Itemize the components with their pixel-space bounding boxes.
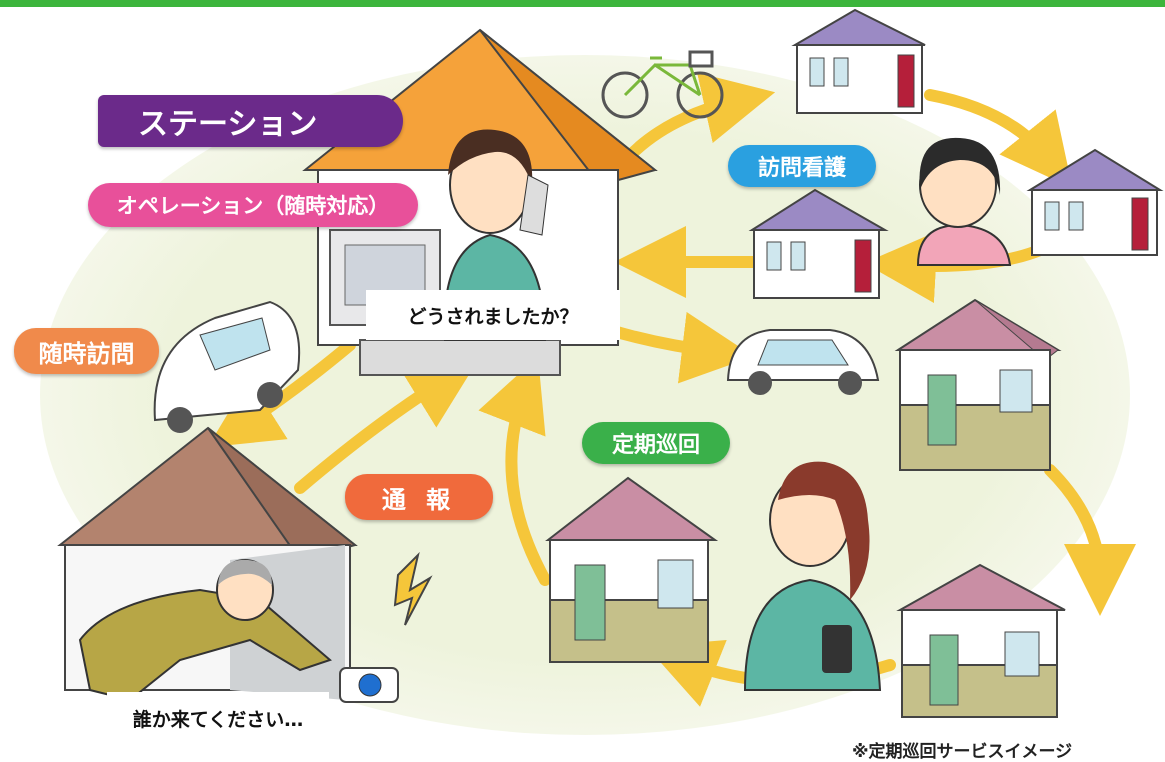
bicycle bbox=[601, 50, 724, 119]
home-nursing-label: 訪問看護 bbox=[728, 145, 876, 187]
elderly-man-figure bbox=[78, 559, 332, 702]
car-left bbox=[153, 300, 301, 433]
arrow-station-to-car bbox=[604, 311, 754, 384]
station-label: ステーション bbox=[98, 95, 403, 147]
caller-speech: 誰か来てください… bbox=[107, 692, 329, 744]
visit-anytime-label: 随時訪問 bbox=[14, 328, 159, 374]
patrol-house-right-top bbox=[894, 298, 1062, 471]
operator-figure bbox=[443, 129, 549, 341]
caption: ※定期巡回サービスイメージ bbox=[852, 742, 1073, 762]
top-accent-bar bbox=[0, 0, 1165, 7]
operation-label: オペレーション（随時対応） bbox=[88, 183, 418, 227]
report-label: 通 報 bbox=[345, 474, 493, 520]
arrow-house-r1-to-r2 bbox=[1044, 464, 1136, 616]
nurse-house-top bbox=[791, 8, 926, 114]
regular-patrol-label: 定期巡回 bbox=[582, 422, 730, 464]
patrol-house-left bbox=[545, 476, 719, 663]
arrow-house-left-to-station bbox=[478, 356, 551, 586]
patrol-house-right-bottom bbox=[896, 563, 1066, 718]
operator-speech: どうされましたか？ bbox=[366, 290, 620, 340]
arrow-callerhouse-to-station bbox=[294, 359, 479, 494]
arrow-station-to-callerhouse bbox=[207, 339, 356, 448]
lightning-icon bbox=[393, 551, 433, 626]
arrow-nurse-top-to-right bbox=[924, 89, 1073, 189]
car-right bbox=[726, 329, 880, 395]
nurse-house-right bbox=[1026, 148, 1164, 256]
alarm-button bbox=[339, 667, 399, 703]
nurse-house-mid bbox=[748, 188, 889, 299]
visiting-nurse-figure bbox=[916, 137, 1012, 266]
patrol-worker-figure bbox=[743, 461, 882, 691]
